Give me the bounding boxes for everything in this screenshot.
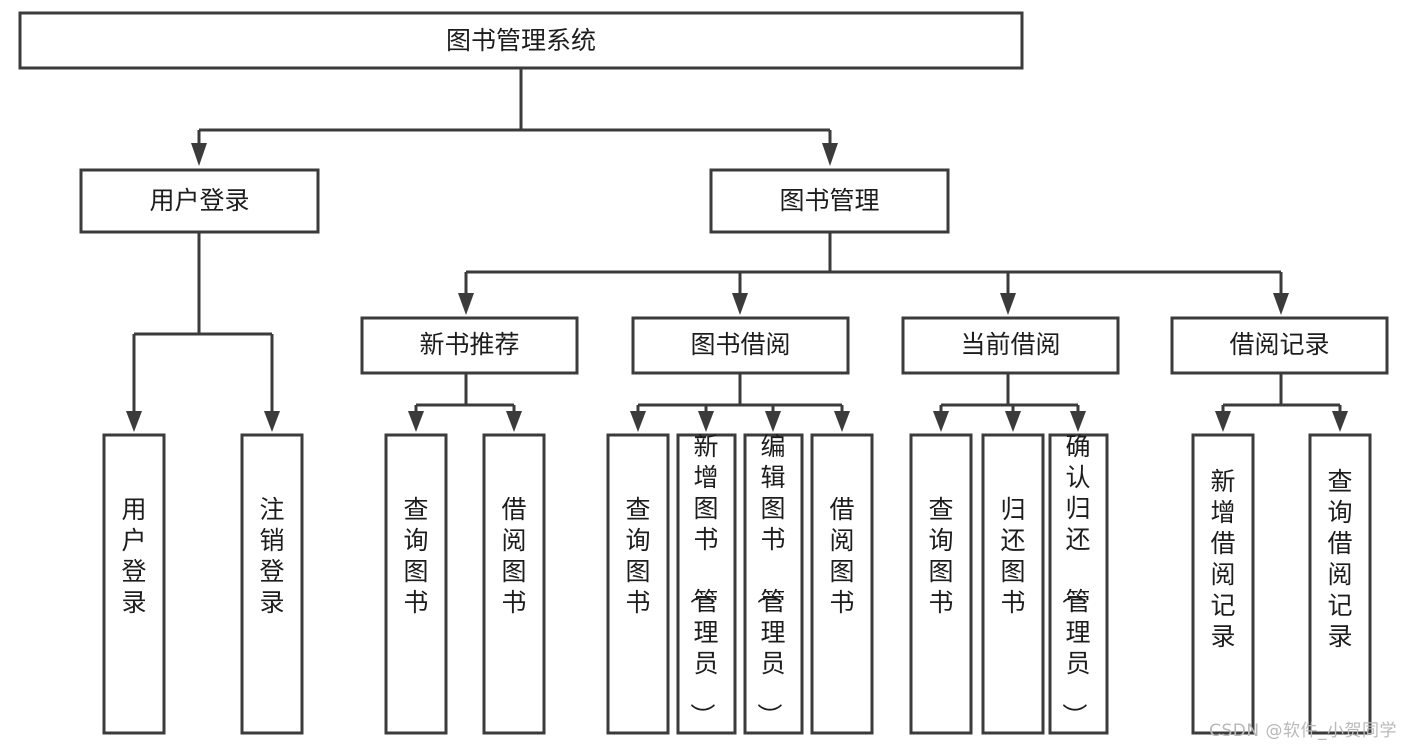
node-return-book[interactable]: 归还图书 — [981, 433, 1045, 735]
arrow-head-new-book-recommend — [458, 293, 474, 315]
node-box-user-logout-leaf[interactable] — [240, 433, 304, 735]
node-query-book-1[interactable]: 查询图书 — [384, 433, 448, 735]
node-label-borrow-book-2: 借阅图书 — [829, 495, 854, 617]
connector-group-book-mgmt — [458, 232, 1289, 315]
arrow-head-book-mgmt — [822, 143, 838, 166]
node-box-new-book-recommend[interactable] — [360, 316, 579, 375]
arrow-head-query-book-2 — [630, 411, 646, 432]
connector-group-root — [191, 68, 838, 166]
node-box-user-login-leaf[interactable] — [102, 433, 166, 735]
connector-group-new-book-recommend — [408, 373, 522, 432]
arrow-head-user-logout-leaf — [264, 411, 280, 432]
node-edit-book-admin[interactable]: 编辑图书（管理员） — [743, 432, 804, 735]
node-book-borrow[interactable]: 图书借阅 — [631, 316, 850, 375]
node-label-borrow-book-1: 借阅图书 — [501, 495, 526, 617]
node-box-borrow-records[interactable] — [1170, 316, 1389, 375]
node-box-query-borrow-record[interactable] — [1308, 433, 1372, 735]
node-label-book-borrow: 图书借阅 — [690, 330, 790, 359]
node-confirm-return-admin[interactable]: 确认归还（管理员） — [1048, 432, 1109, 735]
node-label-query-borrow-record: 查询借阅记录 — [1327, 467, 1352, 651]
node-current-borrow[interactable]: 当前借阅 — [901, 316, 1120, 375]
node-box-add-borrow-record[interactable] — [1191, 433, 1255, 735]
node-box-book-management[interactable] — [709, 168, 950, 234]
node-box-add-book-admin[interactable] — [676, 433, 737, 735]
node-box-root-system[interactable] — [18, 11, 1024, 70]
arrow-head-borrow-book-2 — [834, 411, 850, 432]
node-query-book-2[interactable]: 查询图书 — [606, 433, 670, 735]
arrow-head-borrow-book-1 — [506, 411, 522, 432]
connector-group-book-borrow — [630, 373, 850, 432]
arrow-head-user-login — [191, 143, 207, 166]
node-label-query-book-1: 查询图书 — [403, 495, 428, 617]
node-label-confirm-return-admin: 确认归还（管理员） — [1059, 432, 1090, 728]
node-label-query-book-3: 查询图书 — [928, 495, 953, 617]
arrow-head-confirm-return-admin — [1070, 411, 1086, 432]
node-add-borrow-record[interactable]: 新增借阅记录 — [1191, 433, 1255, 735]
node-add-book-admin[interactable]: 新增图书（管理员） — [676, 432, 737, 735]
node-user-logout-leaf[interactable]: 注销登录 — [240, 433, 304, 735]
node-label-book-management: 图书管理 — [779, 186, 879, 215]
node-new-book-recommend[interactable]: 新书推荐 — [360, 316, 579, 375]
node-label-root-system: 图书管理系统 — [446, 26, 596, 55]
arrow-head-borrow-records — [1273, 293, 1289, 315]
node-label-user-logout-leaf: 注销登录 — [259, 495, 284, 617]
arrow-head-query-borrow-record — [1332, 411, 1348, 432]
node-label-add-book-admin: 新增图书（管理员） — [687, 432, 718, 728]
node-box-borrow-book-2[interactable] — [810, 433, 874, 735]
node-label-query-book-2: 查询图书 — [625, 495, 650, 617]
node-label-new-book-recommend: 新书推荐 — [419, 330, 519, 359]
node-box-edit-book-admin[interactable] — [743, 433, 804, 735]
node-box-query-book-1[interactable] — [384, 433, 448, 735]
node-box-confirm-return-admin[interactable] — [1048, 433, 1109, 735]
node-label-add-borrow-record: 新增借阅记录 — [1210, 467, 1235, 651]
csdn-watermark: CSDN @软件_小贺同学 — [1209, 721, 1397, 741]
node-label-return-book: 归还图书 — [1000, 495, 1025, 617]
arrow-head-return-book — [1005, 411, 1021, 432]
node-user-login-leaf[interactable]: 用户登录 — [102, 433, 166, 735]
connector-group-user-login — [126, 232, 280, 432]
node-label-user-login-leaf: 用户登录 — [121, 495, 146, 617]
node-book-management[interactable]: 图书管理 — [709, 168, 950, 234]
arrow-head-add-borrow-record — [1215, 411, 1231, 432]
node-box-query-book-2[interactable] — [606, 433, 670, 735]
node-label-current-borrow: 当前借阅 — [960, 330, 1060, 359]
node-box-borrow-book-1[interactable] — [482, 433, 546, 735]
node-query-borrow-record[interactable]: 查询借阅记录 — [1308, 433, 1372, 735]
node-borrow-book-1[interactable]: 借阅图书 — [482, 433, 546, 735]
arrow-head-add-book-admin — [698, 411, 714, 432]
node-borrow-book-2[interactable]: 借阅图书 — [810, 433, 874, 735]
node-borrow-records[interactable]: 借阅记录 — [1170, 316, 1389, 375]
arrow-head-edit-book-admin — [765, 411, 781, 432]
connector-group-current-borrow — [933, 373, 1086, 432]
node-user-login[interactable]: 用户登录 — [79, 168, 320, 234]
node-label-borrow-records: 借阅记录 — [1229, 330, 1329, 359]
node-box-return-book[interactable] — [981, 433, 1045, 735]
node-query-book-3[interactable]: 查询图书 — [909, 433, 973, 735]
arrow-head-book-borrow — [732, 293, 748, 315]
node-root-system[interactable]: 图书管理系统 — [18, 11, 1024, 70]
arrow-head-query-book-3 — [933, 411, 949, 432]
node-label-edit-book-admin: 编辑图书（管理员） — [754, 432, 785, 728]
arrow-head-query-book-1 — [408, 411, 424, 432]
node-box-current-borrow[interactable] — [901, 316, 1120, 375]
node-box-book-borrow[interactable] — [631, 316, 850, 375]
arrow-head-user-login-leaf — [126, 411, 142, 432]
node-box-query-book-3[interactable] — [909, 433, 973, 735]
connector-group-borrow-records — [1215, 373, 1348, 432]
node-box-user-login[interactable] — [79, 168, 320, 234]
node-label-user-login: 用户登录 — [149, 186, 249, 215]
arrow-head-current-borrow — [1000, 293, 1016, 315]
